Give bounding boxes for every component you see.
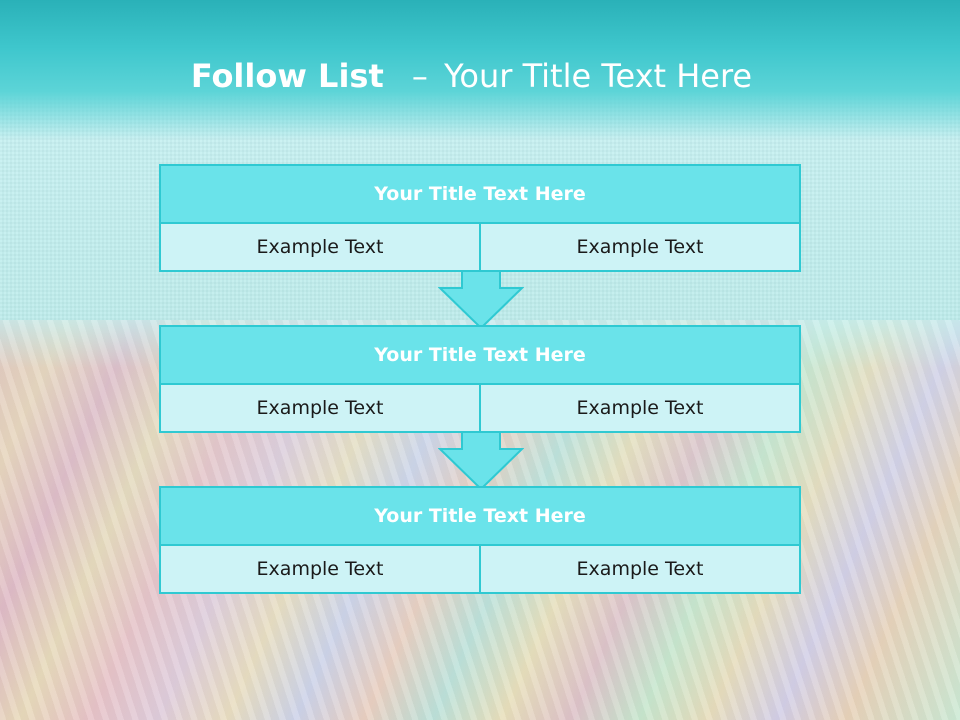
block-cell-right: Example Text <box>479 224 799 270</box>
list-block-3: Your Title Text Here Example Text Exampl… <box>159 486 801 594</box>
block-row: Example Text Example Text <box>161 385 799 431</box>
block-cell-left: Example Text <box>161 224 479 270</box>
header-band <box>0 0 960 140</box>
block-cell-right: Example Text <box>479 385 799 431</box>
down-arrow-icon <box>438 270 524 330</box>
block-cell-left: Example Text <box>161 385 479 431</box>
slide-title-rest: Your Title Text Here <box>444 57 753 95</box>
block-title: Your Title Text Here <box>161 488 799 546</box>
slide-title-dash: – <box>411 57 428 95</box>
slide-title-bold: Follow List <box>190 57 384 95</box>
block-row: Example Text Example Text <box>161 546 799 592</box>
slide-title: Follow List – Your Title Text Here <box>0 52 943 100</box>
block-cell-right: Example Text <box>479 546 799 592</box>
block-title: Your Title Text Here <box>161 327 799 385</box>
block-cell-left: Example Text <box>161 546 479 592</box>
block-title: Your Title Text Here <box>161 166 799 224</box>
list-block-1: Your Title Text Here Example Text Exampl… <box>159 164 801 272</box>
block-row: Example Text Example Text <box>161 224 799 270</box>
list-block-2: Your Title Text Here Example Text Exampl… <box>159 325 801 433</box>
down-arrow-icon <box>438 431 524 491</box>
